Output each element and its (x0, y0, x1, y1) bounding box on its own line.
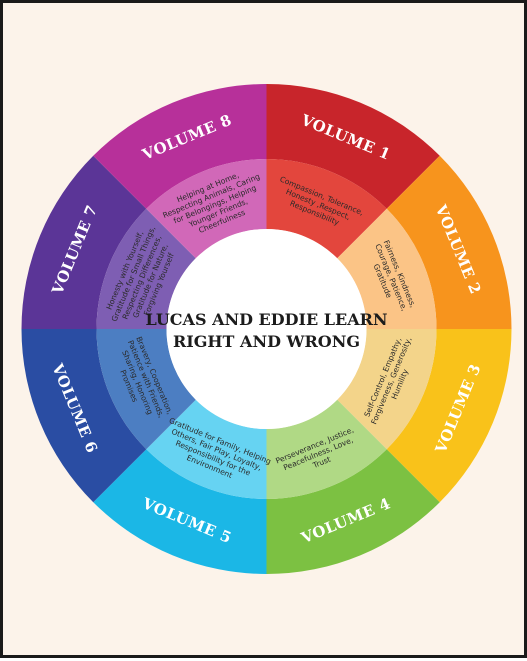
center-circle (166, 229, 367, 429)
inner-ring (96, 159, 437, 499)
volume-7-inner-segment (96, 208, 196, 329)
volume-7-outer-segment (21, 155, 147, 329)
center-title-line-1: LUCAS AND EDDIE LEARN (145, 310, 387, 329)
volume-5-outer-segment (93, 449, 267, 574)
volume-4-outer-segment (266, 449, 440, 574)
volume-3-outer-segment (386, 329, 512, 503)
volume-6-inner-segment (96, 329, 196, 450)
volume-4-inner-segment (266, 399, 387, 499)
volume-2-outer-segment (386, 155, 512, 329)
volume-5-inner-segment (146, 399, 267, 499)
outer-ring (21, 84, 512, 574)
volume-1-outer-segment (266, 84, 440, 209)
volume-3-inner-segment (337, 329, 437, 450)
volume-8-inner-segment (146, 159, 267, 259)
center-title-line-2: RIGHT AND WRONG (173, 332, 360, 351)
volume-2-inner-segment (337, 208, 437, 329)
volume-1-inner-segment (266, 159, 387, 259)
volume-6-outer-segment (21, 329, 147, 503)
volume-8-outer-segment (93, 84, 267, 209)
